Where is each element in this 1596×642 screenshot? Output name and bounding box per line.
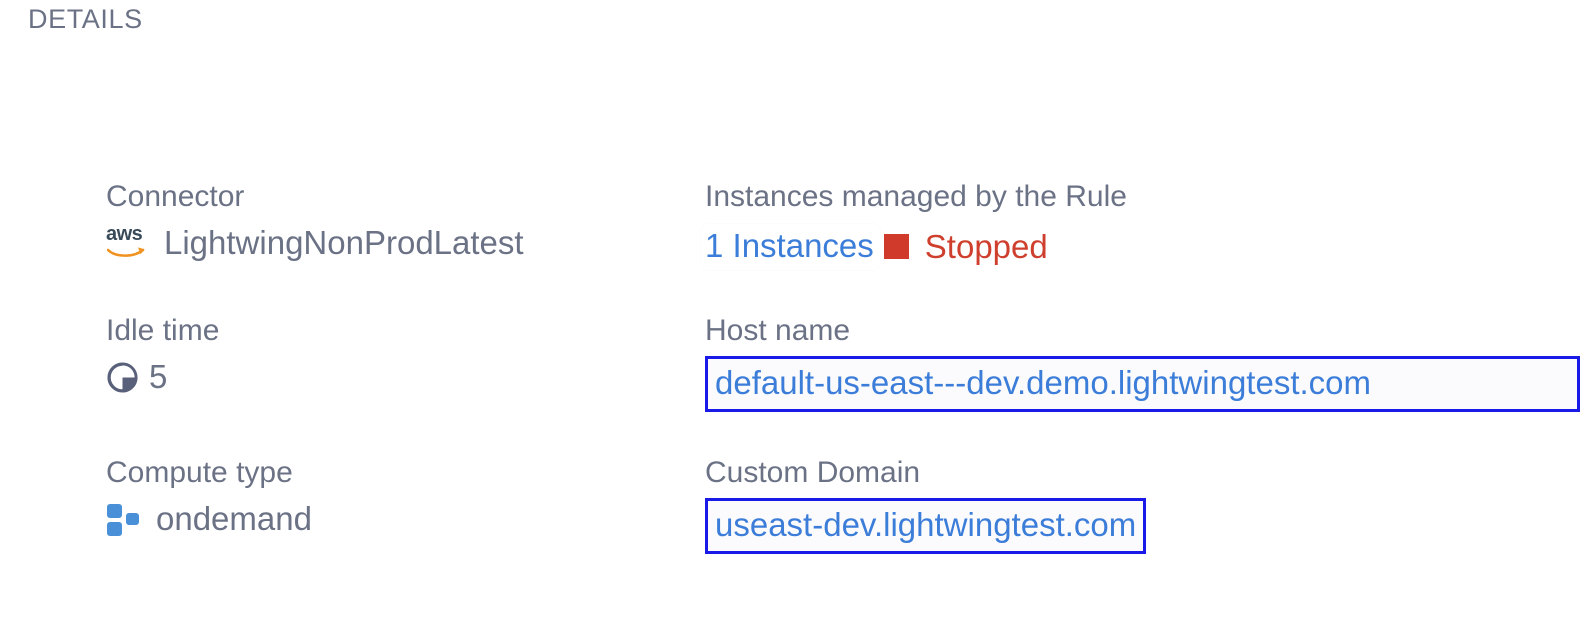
host-name-link[interactable]: default-us-east---dev.demo.lightwingtest…	[705, 355, 1580, 413]
custom-domain-label: Custom Domain	[705, 456, 921, 490]
host-name-label: Host name	[705, 313, 851, 347]
detail-row: Connector aws LightwingNonProdLatest Ins…	[106, 180, 1586, 270]
detail-row: Compute type ondemand Custom Domain usea…	[106, 456, 1586, 555]
status-badge: Stopped	[924, 227, 1048, 265]
compute-type-value: ondemand	[156, 500, 312, 538]
connector-value: LightwingNonProdLatest	[164, 224, 524, 261]
instances-label: Instances managed by the Rule	[705, 180, 1127, 213]
details-grid: Connector aws LightwingNonProdLatest Ins…	[106, 180, 1586, 555]
clock-icon	[106, 361, 139, 394]
stopped-square-icon	[883, 234, 909, 260]
host-name-field: Host name default-us-east---dev.demo.lig…	[705, 313, 1586, 413]
idle-time-value-row: 5	[106, 358, 705, 397]
page-title: DETAILS	[28, 4, 143, 34]
connector-value-row: aws LightwingNonProdLatest	[106, 224, 705, 263]
instances-count-link[interactable]: 1 Instances	[701, 224, 880, 270]
idle-time-label: Idle time	[106, 313, 220, 347]
aws-logo-icon: aws	[106, 223, 152, 260]
idle-time-field: Idle time 5	[106, 314, 705, 397]
connector-field: Connector aws LightwingNonProdLatest	[106, 180, 705, 263]
aws-wordmark: aws	[106, 223, 143, 246]
compute-type-field: Compute type ondemand	[106, 456, 705, 539]
compute-blocks-icon	[106, 503, 146, 537]
compute-type-value-row: ondemand	[106, 500, 705, 539]
custom-domain-field: Custom Domain useast-dev.lightwingtest.c…	[705, 456, 1586, 555]
instances-field: Instances managed by the Rule 1 Instance…	[701, 180, 1586, 270]
compute-type-label: Compute type	[106, 456, 293, 490]
instance-status: Stopped	[883, 227, 1048, 267]
instances-value-row: 1 Instances Stopped	[701, 224, 1586, 270]
connector-label: Connector	[106, 180, 245, 213]
custom-domain-link[interactable]: useast-dev.lightwingtest.com	[705, 498, 1147, 555]
detail-row: Idle time 5 Host name default-us-east---…	[106, 313, 1586, 413]
idle-time-value: 5	[149, 357, 168, 395]
